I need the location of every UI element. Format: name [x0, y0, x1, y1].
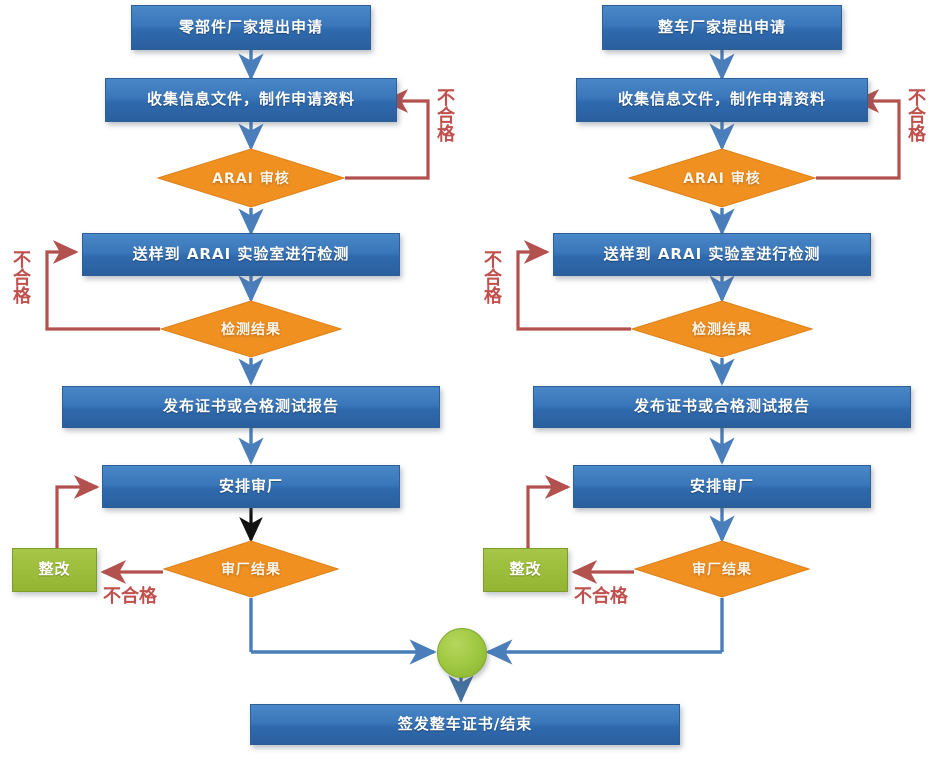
node-left-rework[interactable]: 整改	[12, 548, 97, 592]
node-left-send-sample[interactable]: 送样到 ARAI 实验室进行检测	[82, 233, 400, 276]
node-right-collect-docs[interactable]: 收集信息文件，制作申请资料	[576, 78, 868, 122]
node-label: ARAI 审核	[683, 171, 761, 187]
node-left-audit-result[interactable]: 审厂结果	[163, 540, 339, 598]
node-right-apply[interactable]: 整车厂家提出申请	[602, 5, 842, 50]
node-right-arai-review[interactable]: ARAI 审核	[628, 148, 816, 208]
node-left-apply[interactable]: 零部件厂家提出申请	[131, 5, 371, 50]
diamond-shape	[631, 300, 813, 358]
diamond-shape	[628, 148, 816, 208]
node-left-collect-docs[interactable]: 收集信息文件，制作申请资料	[105, 78, 397, 122]
node-left-arrange-audit[interactable]: 安排审厂	[102, 465, 400, 508]
label-right-reject-2: 不合格	[481, 250, 502, 304]
diamond-shape	[160, 300, 342, 358]
label-right-reject-3: 不合格	[574, 586, 628, 607]
node-right-send-sample[interactable]: 送样到 ARAI 实验室进行检测	[553, 233, 871, 276]
node-label: 检测结果	[692, 322, 752, 338]
node-left-test-result[interactable]: 检测结果	[160, 300, 342, 358]
node-label: ARAI 审核	[212, 171, 290, 187]
label-left-reject-1: 不合格	[434, 88, 455, 142]
node-label: 检测结果	[221, 322, 281, 338]
node-right-test-result[interactable]: 检测结果	[631, 300, 813, 358]
label-right-reject-1: 不合格	[905, 88, 926, 142]
diamond-shape	[163, 540, 339, 598]
node-right-arrange-audit[interactable]: 安排审厂	[573, 465, 871, 508]
node-right-rework[interactable]: 整改	[483, 548, 568, 592]
label-left-reject-3: 不合格	[103, 586, 157, 607]
node-right-audit-result[interactable]: 审厂结果	[634, 540, 810, 598]
node-label: 审厂结果	[221, 562, 281, 578]
node-label: 审厂结果	[692, 562, 752, 578]
node-left-arai-review[interactable]: ARAI 审核	[157, 148, 345, 208]
node-right-issue-certificate[interactable]: 发布证书或合格测试报告	[533, 386, 911, 428]
diamond-shape	[157, 148, 345, 208]
label-left-reject-2: 不合格	[10, 250, 31, 304]
diamond-shape	[634, 540, 810, 598]
merge-node[interactable]	[437, 628, 487, 678]
node-end-issue-vehicle-certificate[interactable]: 签发整车证书/结束	[250, 704, 680, 745]
node-left-issue-certificate[interactable]: 发布证书或合格测试报告	[62, 386, 440, 428]
